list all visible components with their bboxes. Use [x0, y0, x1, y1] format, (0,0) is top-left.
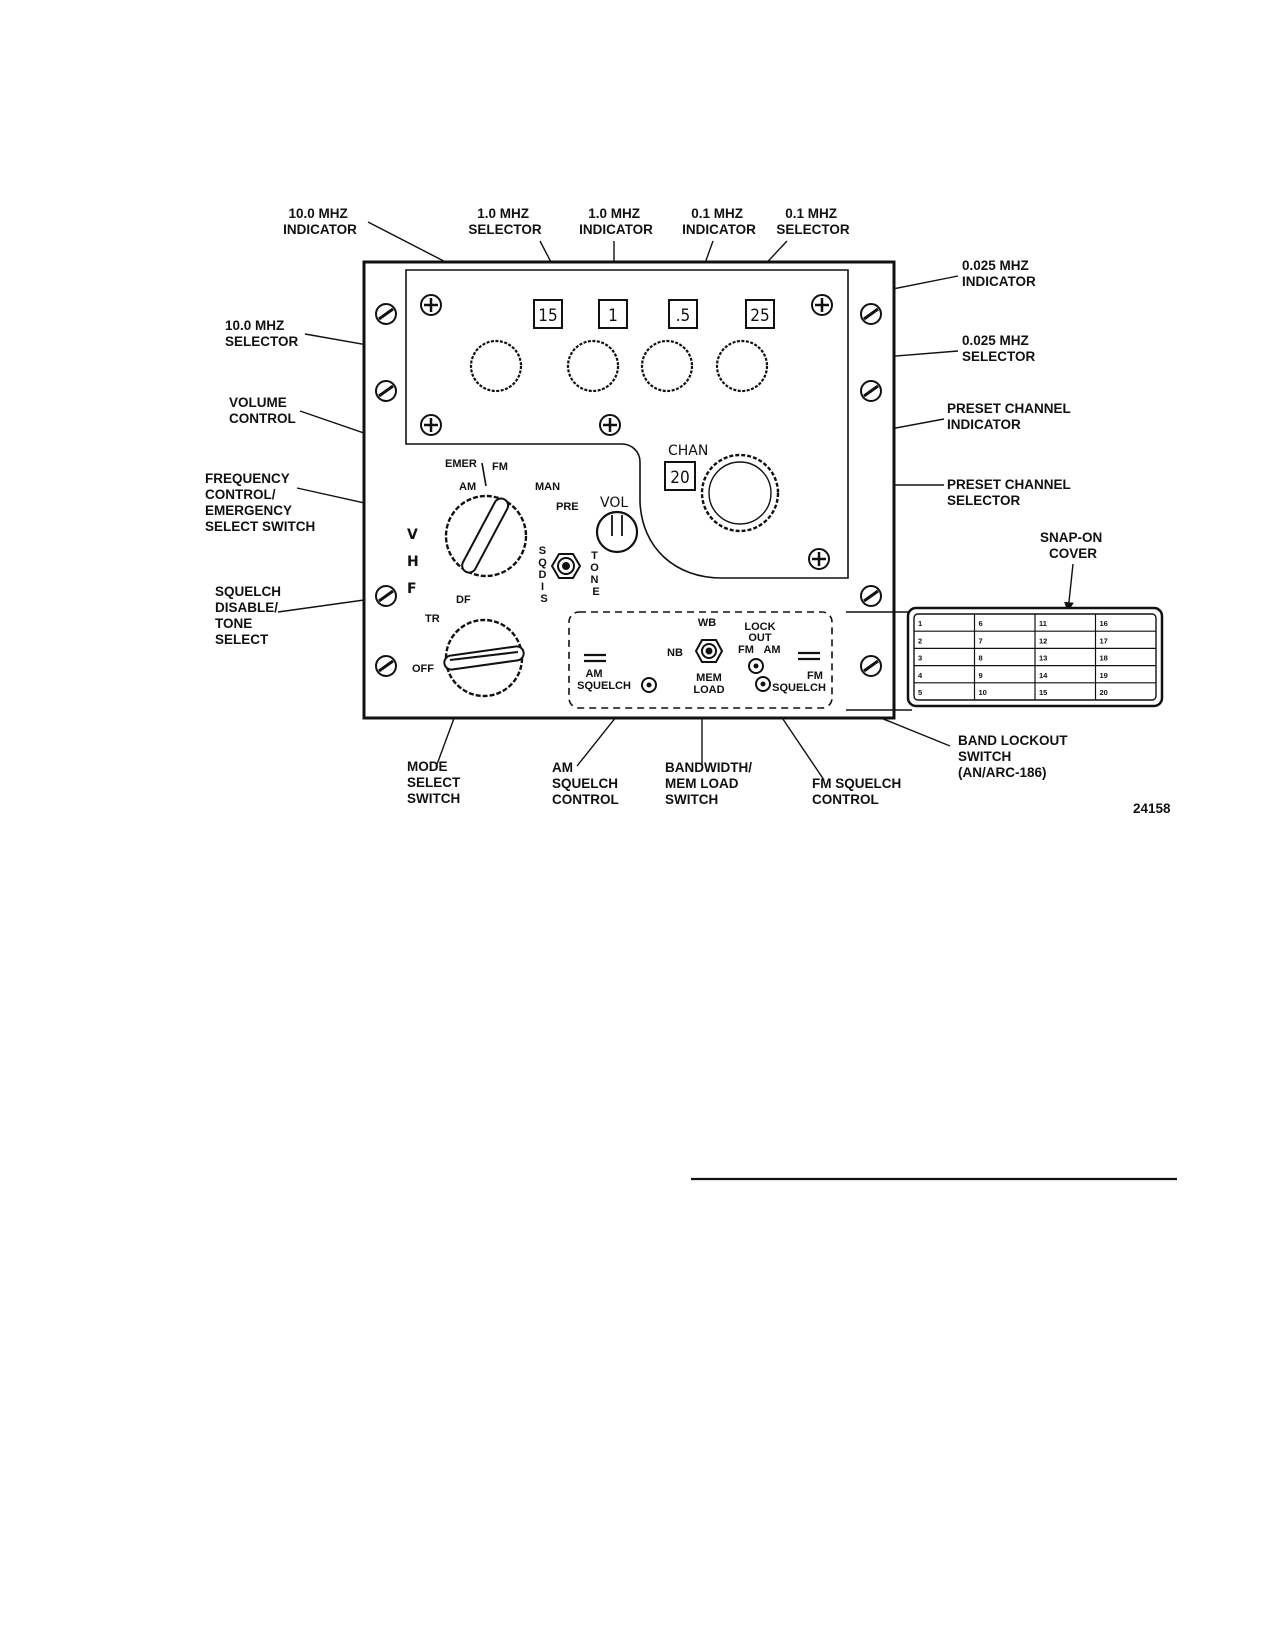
callout-frequency-control: FREQUENCY CONTROL/ EMERGENCY SELECT SWIT… — [205, 471, 315, 534]
cover-channel-cell: 7 — [979, 636, 983, 645]
callout-snap-on-cover: SNAP-ON COVER — [1040, 530, 1106, 561]
cover-channel-cell: 8 — [979, 654, 983, 663]
volume-control-group: VOL — [595, 495, 639, 554]
lockout-fm-label: FM — [738, 644, 754, 656]
cover-channel-cell: 17 — [1100, 636, 1108, 645]
callout-0025mhz-indicator: 0.025 MHZ INDICATOR — [962, 258, 1036, 289]
vhf-letter-h: H — [407, 554, 419, 570]
callout-10mhz-indicator: 10.0 MHZ INDICATOR — [283, 206, 357, 237]
callout-01mhz-selector: 0.1 MHZ SELECTOR — [776, 206, 850, 237]
cover-channel-cell: 16 — [1100, 619, 1108, 628]
fm-squelch-label-1: FM — [807, 670, 823, 682]
callout-10mhz-selector: 10.0 MHZ SELECTOR — [225, 318, 299, 349]
callout-band-lockout-switch: BAND LOCKOUT SWITCH (AN/ARC-186) — [958, 733, 1071, 780]
nb-label: NB — [667, 647, 683, 659]
chan-label: CHAN — [668, 443, 708, 459]
window-01mhz-value: .5 — [676, 306, 691, 326]
callout-preset-channel-indicator: PRESET CHANNEL INDICATOR — [947, 401, 1074, 432]
mem-label: MEM — [696, 672, 722, 684]
callout-labels: 10.0 MHZ INDICATOR 1.0 MHZ SELECTOR 1.0 … — [205, 206, 1171, 816]
cover-channel-cell: 3 — [918, 654, 922, 663]
cover-channel-cell: 18 — [1100, 654, 1108, 663]
callout-squelch-disable: SQUELCH DISABLE/ TONE SELECT — [215, 584, 285, 647]
mode-select-switch-group: DF TR OFF — [412, 594, 525, 698]
frequency-selector-knobs — [469, 339, 769, 393]
bandwidth-mem-load-toggle[interactable] — [694, 639, 724, 663]
figure-number: 24158 — [1133, 801, 1171, 816]
squelch-tone-toggle-group: S Q D I S T O N E — [538, 545, 602, 605]
pos-emer: EMER — [445, 458, 477, 470]
cover-channel-cell: 12 — [1039, 636, 1047, 645]
vhf-letter-f: F — [407, 581, 417, 597]
cover-channel-cell: 10 — [979, 688, 987, 697]
wb-label: WB — [698, 617, 716, 629]
lower-control-area: AM SQUELCH WB NB MEM LOAD LOCK OUT FM AM… — [568, 611, 833, 709]
callout-bandwidth-mem-load: BANDWIDTH/ MEM LOAD SWITCH — [665, 760, 756, 807]
window-0025mhz-value: 25 — [750, 306, 769, 326]
pos-off: OFF — [412, 663, 434, 675]
preset-channel-selector-knob[interactable] — [700, 453, 780, 533]
cover-channel-cell: 11 — [1039, 619, 1047, 628]
callout-mode-select-switch: MODE SELECT SWITCH — [407, 759, 464, 806]
cover-channel-cell: 15 — [1039, 688, 1047, 697]
pos-pre: PRE — [556, 501, 579, 513]
pos-am: AM — [459, 481, 476, 493]
lockout-am-label: AM — [763, 644, 780, 656]
callout-preset-channel-selector: PRESET CHANNEL SELECTOR — [947, 477, 1074, 508]
am-squelch-label-2: SQUELCH — [577, 680, 631, 692]
preset-channel-group: CHAN 20 — [664, 443, 780, 533]
pos-man: MAN — [535, 481, 560, 493]
callout-am-squelch-control: AM SQUELCH CONTROL — [552, 760, 622, 807]
cover-channel-cell: 2 — [918, 636, 922, 645]
knob-0025mhz-selector[interactable] — [715, 339, 769, 393]
callout-1mhz-indicator: 1.0 MHZ INDICATOR — [579, 206, 653, 237]
pos-tr: TR — [425, 613, 440, 625]
callout-volume-control: VOLUME CONTROL — [229, 395, 296, 426]
vhf-letter-v: V — [407, 527, 418, 543]
cover-channel-cell: 13 — [1039, 654, 1047, 663]
squelch-disable-toggle-switch[interactable] — [550, 553, 582, 579]
window-1mhz-value: 1 — [608, 306, 618, 326]
sq-dis-letters: S Q D I S — [538, 545, 550, 605]
cover-channel-cell: 14 — [1039, 671, 1048, 680]
cover-channel-cell: 19 — [1100, 671, 1108, 680]
vol-label: VOL — [600, 495, 628, 511]
callout-fm-squelch-control: FM SQUELCH CONTROL — [812, 776, 905, 807]
callout-0025mhz-selector: 0.025 MHZ SELECTOR — [962, 333, 1036, 364]
knob-01mhz-selector[interactable] — [640, 339, 694, 393]
lock-label: LOCK — [744, 621, 775, 633]
knob-1mhz-selector[interactable] — [566, 339, 620, 393]
cover-channel-cell: 20 — [1100, 688, 1108, 697]
vhf-lettering: V H F — [407, 527, 419, 597]
frequency-control-switch-group: EMER FM AM MAN PRE — [444, 458, 579, 578]
pos-fm: FM — [492, 461, 508, 473]
cover-channel-cell: 1 — [918, 619, 922, 628]
load-label: LOAD — [693, 684, 724, 696]
am-squelch-label-1: AM — [585, 668, 602, 680]
preset-channel-value: 20 — [670, 468, 689, 488]
out-label: OUT — [748, 632, 772, 644]
cover-channel-cell: 4 — [918, 671, 923, 680]
callout-1mhz-selector: 1.0 MHZ SELECTOR — [468, 206, 542, 237]
cover-channel-cell: 6 — [979, 619, 983, 628]
fm-squelch-label-2: SQUELCH — [772, 682, 826, 694]
frequency-display-windows: 15 1 .5 25 — [533, 299, 775, 329]
knob-10mhz-selector[interactable] — [469, 339, 523, 393]
pos-df: DF — [456, 594, 471, 606]
radio-front-panel: 15 1 .5 25 CHAN 20 EMER FM — [362, 260, 896, 720]
cover-channel-cell: 9 — [979, 671, 983, 680]
window-10mhz-value: 15 — [538, 306, 557, 326]
tone-letters: T O N E — [590, 550, 602, 598]
volume-knob[interactable] — [595, 510, 639, 554]
cover-channel-cell: 5 — [918, 688, 922, 697]
callout-01mhz-indicator: 0.1 MHZ INDICATOR — [682, 206, 756, 237]
